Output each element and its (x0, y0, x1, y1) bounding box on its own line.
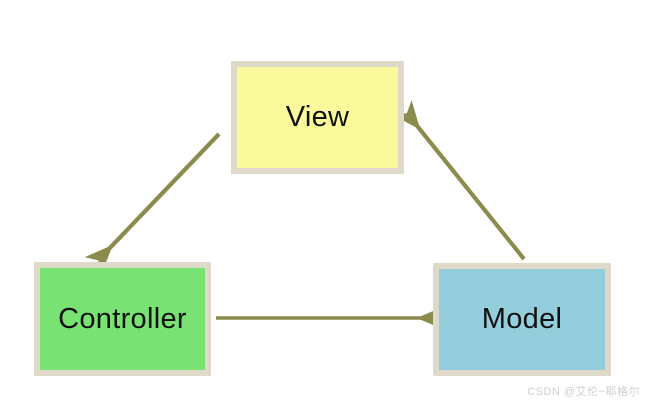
node-controller-label: Controller (58, 302, 187, 335)
watermark-text: CSDN @艾伦~耶格尔 (527, 386, 640, 398)
arrow-model-to-view (393, 100, 526, 261)
node-view[interactable]: View (231, 61, 404, 174)
node-model-label: Model (481, 303, 563, 335)
node-view-label: View (285, 101, 350, 133)
node-model[interactable]: Model (433, 263, 611, 376)
node-controller[interactable]: Controller (34, 262, 211, 376)
arrow-view-to-controller (84, 132, 221, 274)
